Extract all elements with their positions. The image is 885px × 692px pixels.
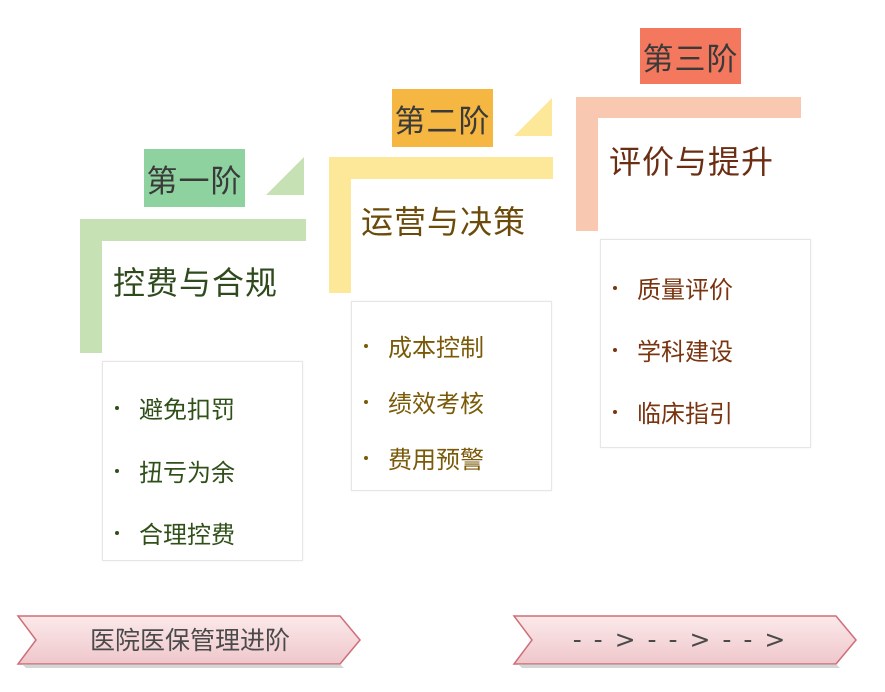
bullet-icon (364, 399, 368, 404)
stage-3-label-text: 第三阶 (642, 41, 739, 78)
stage-2-corner-triangle (514, 98, 552, 136)
stage-2-label: 第二阶 (392, 89, 493, 147)
list-item-text: 避免扣罚 (139, 396, 235, 424)
stage-3-item-box: 质量评价 学科建设 临床指引 (600, 239, 811, 448)
bullet-icon (115, 530, 119, 535)
stage-2-item-box: 成本控制 绩效考核 费用预警 (351, 301, 552, 491)
bullet-icon (115, 405, 119, 410)
stage-3-title: 评价与提升 (609, 143, 775, 181)
list-item-text: 临床指引 (637, 400, 733, 428)
list-item-text: 绩效考核 (388, 390, 484, 418)
stage-1-side-bar (80, 219, 102, 353)
stage-3-top-bar (576, 97, 801, 118)
footer-left-label: 医院医保管理进阶 (89, 626, 290, 655)
stage-3-label: 第三阶 (640, 28, 741, 84)
list-item-text: 学科建设 (637, 338, 733, 366)
list-item: 避免扣罚 (115, 390, 235, 425)
footer-right-arrows: - - > - - > - - > (572, 624, 788, 654)
stage-1-corner-triangle (266, 157, 304, 195)
list-item: 临床指引 (613, 394, 733, 429)
right-ribbon (512, 615, 857, 668)
bullet-icon (613, 285, 617, 290)
list-item-text: 费用预警 (388, 446, 484, 474)
list-item: 费用预警 (364, 440, 484, 475)
bullet-icon (364, 343, 368, 348)
list-item-text: 成本控制 (388, 334, 484, 362)
stage-2-top-bar (329, 157, 553, 179)
list-item: 成本控制 (364, 328, 484, 363)
stage-3-side-bar (576, 97, 598, 231)
left-ribbon (16, 615, 361, 668)
list-item: 学科建设 (613, 332, 733, 367)
list-item-text: 合理控费 (139, 521, 235, 549)
list-item-text: 质量评价 (637, 276, 733, 304)
stage-1-title: 控费与合规 (113, 264, 279, 302)
stage-1-item-box: 避免扣罚 扭亏为余 合理控费 (102, 361, 303, 561)
list-item: 合理控费 (115, 515, 235, 550)
stage-2-label-text: 第二阶 (394, 103, 491, 140)
stage-2-title: 运营与决策 (361, 203, 527, 241)
bullet-icon (364, 455, 368, 460)
bullet-icon (613, 347, 617, 352)
bullet-icon (613, 409, 617, 414)
bullet-icon (115, 468, 119, 473)
stage-1-label-text: 第一阶 (146, 163, 243, 200)
list-item: 质量评价 (613, 270, 733, 305)
stage-1-top-bar (80, 219, 306, 241)
list-item-text: 扭亏为余 (139, 459, 235, 487)
stage-1-label: 第一阶 (144, 149, 245, 207)
list-item: 绩效考核 (364, 384, 484, 419)
list-item: 扭亏为余 (115, 453, 235, 488)
stage-2-side-bar (329, 157, 351, 293)
